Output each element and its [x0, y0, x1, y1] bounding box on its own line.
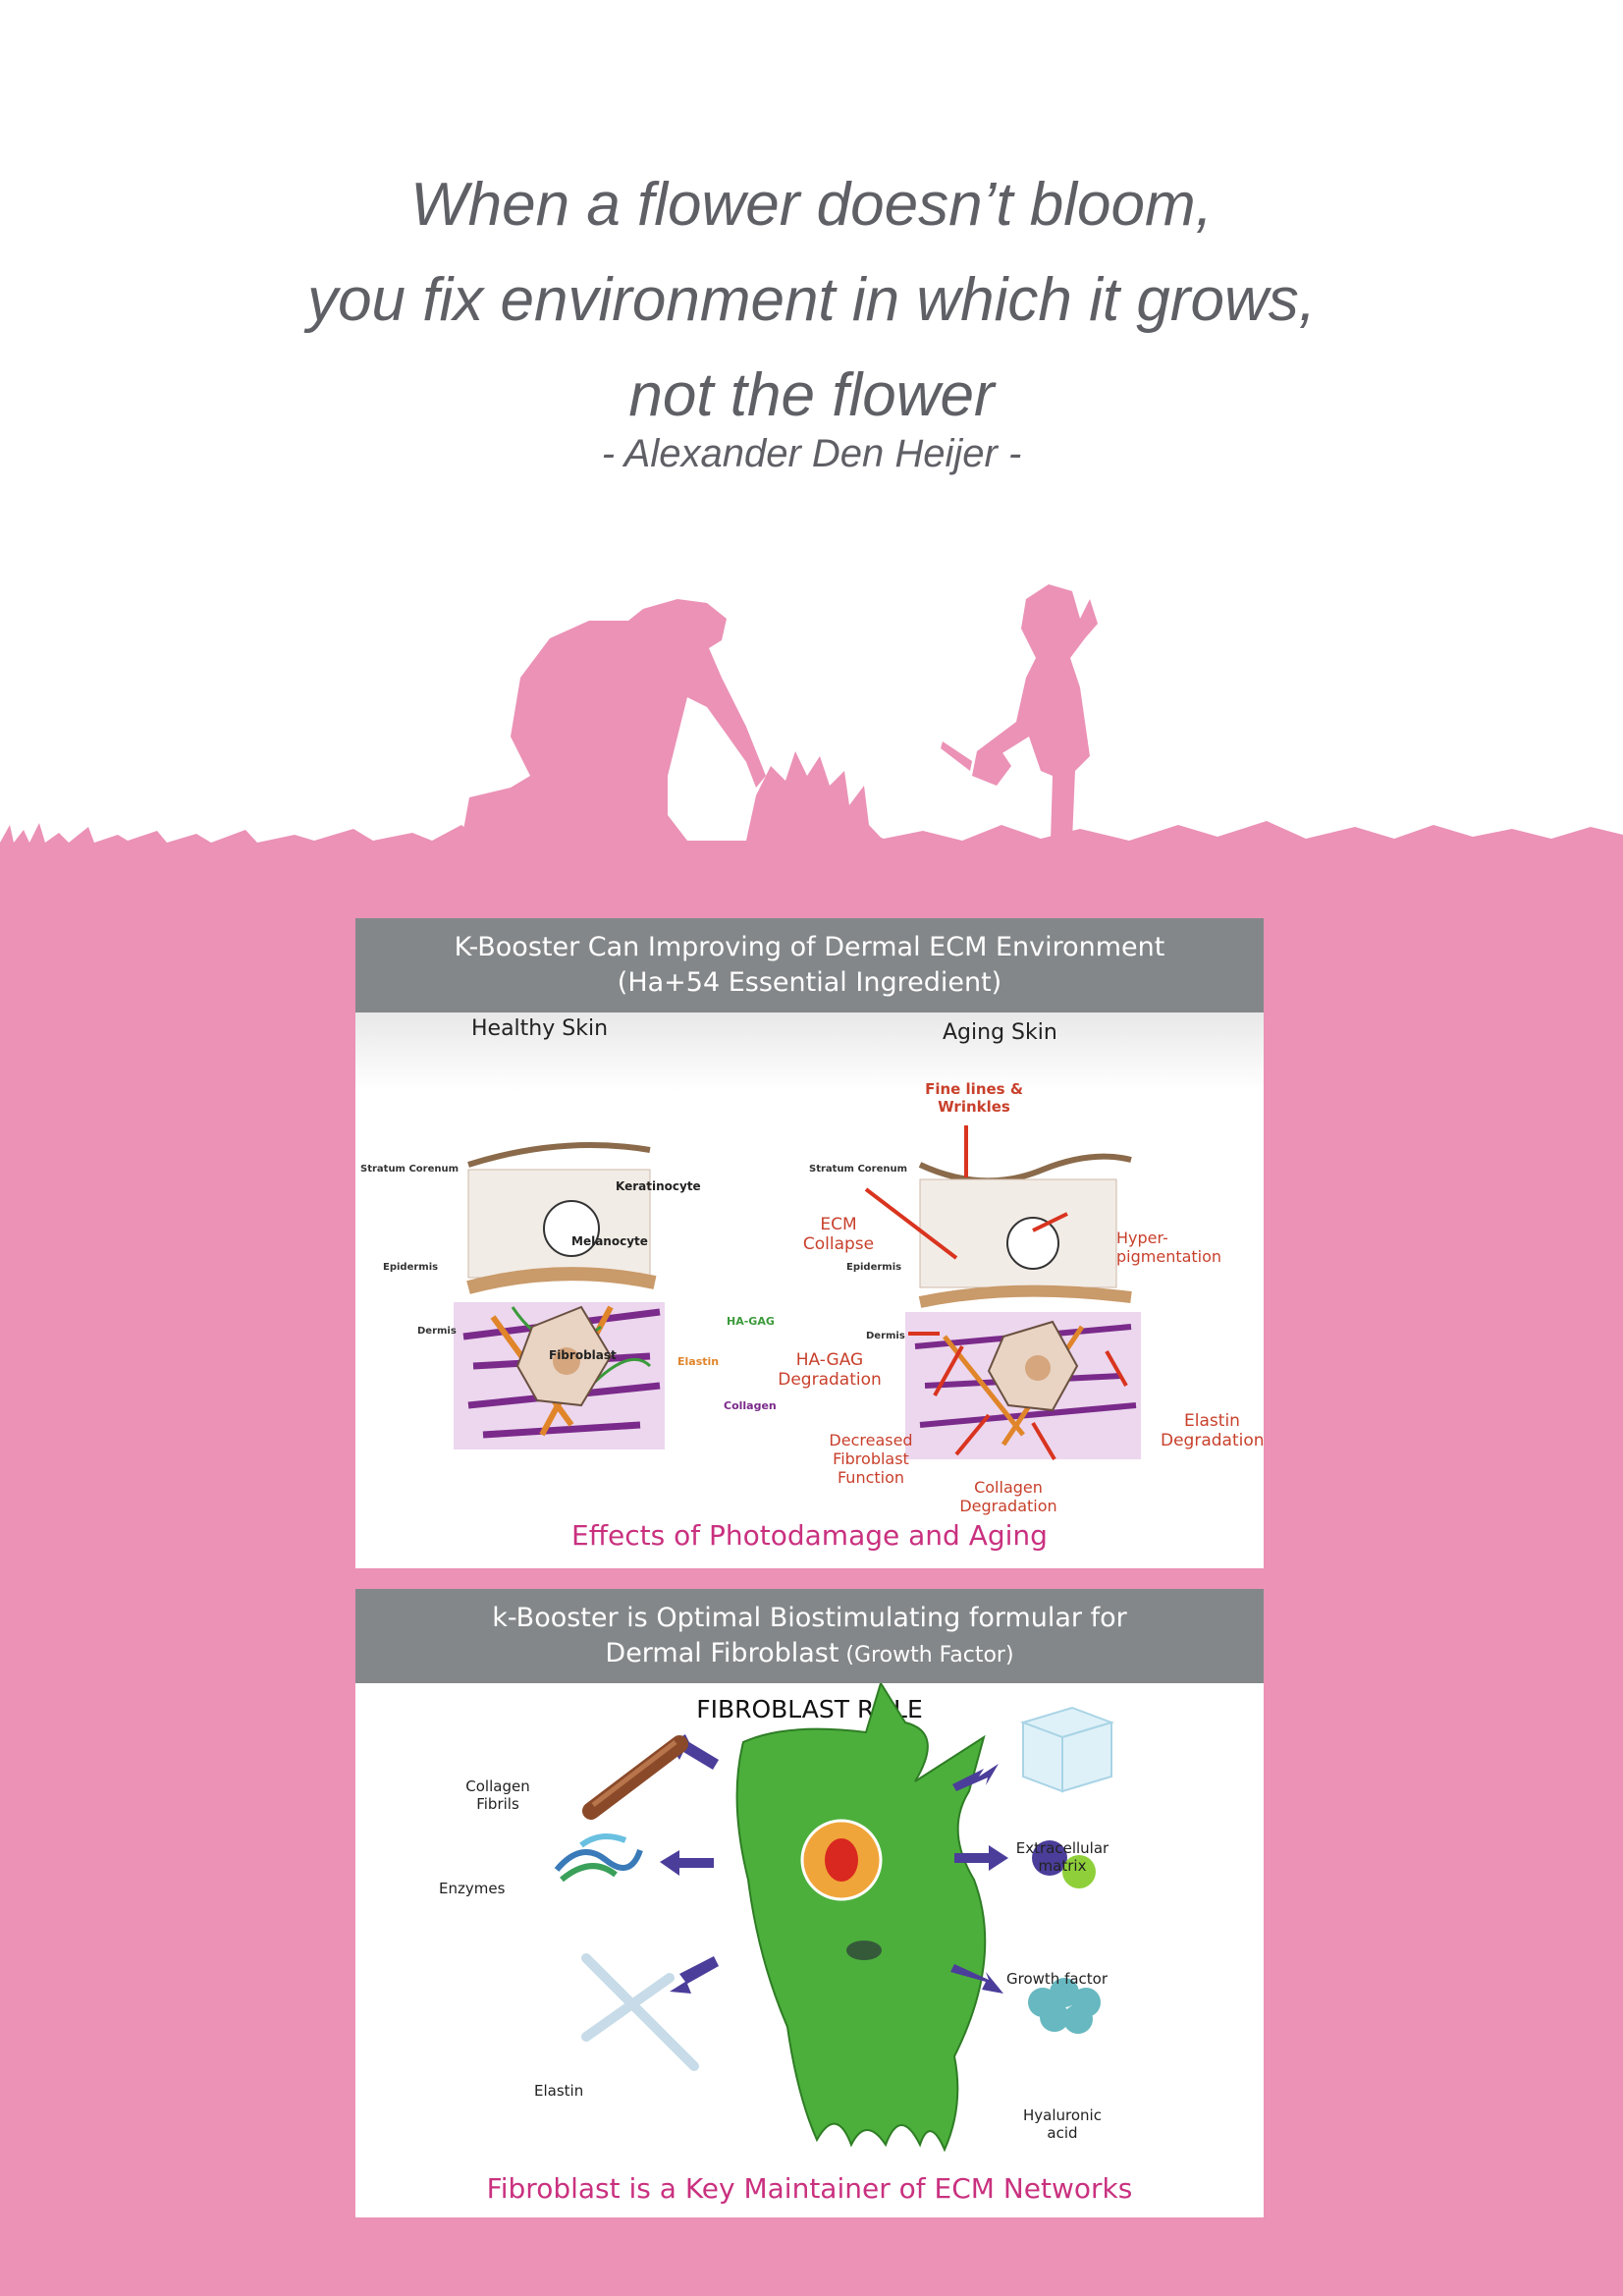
panel2-title-line2: Dermal Fibroblast (Growth Factor): [355, 1636, 1264, 1673]
healthy-skin-illustration: [454, 1142, 665, 1449]
keratinocyte-label: Keratinocyte: [616, 1179, 701, 1193]
hyaluronic-acid-label: Hyaluronic acid: [1023, 2106, 1102, 2142]
quote-line-1: When a flower doesn’t bloom,: [410, 171, 1213, 239]
panel1-header: K-Booster Can Improving of Dermal ECM En…: [355, 918, 1264, 1012]
hyaluronic-acid-icon: [1028, 1978, 1101, 2034]
growth-factor-icon: [1032, 1840, 1096, 1888]
panel2-title-small: (Growth Factor): [839, 1643, 1014, 1667]
hyperpigmentation-annotation: Hyper- pigmentation: [1116, 1229, 1222, 1266]
fibroblast-label: Fibroblast: [549, 1348, 617, 1362]
panel1-caption: Effects of Photodamage and Aging: [571, 1519, 1048, 1552]
aging-dermis-label: Dermis: [866, 1331, 905, 1341]
aging-skin-heading: Aging Skin: [943, 1020, 1057, 1045]
panel1-title: K-Booster Can Improving of Dermal ECM En…: [454, 932, 1165, 962]
panel1-subtitle: (Ha+54 Essential Ingredient): [617, 967, 1002, 998]
panel2-header: k-Booster is Optimal Biostimulating form…: [355, 1589, 1264, 1683]
healthy-epidermis-label: Epidermis: [383, 1262, 439, 1273]
healthy-dermis-label: Dermis: [417, 1326, 457, 1337]
aging-skin-illustration: [864, 1125, 1141, 1461]
skin-comparison-diagram: [355, 1012, 1264, 1461]
panel2-title-main: Dermal Fibroblast: [605, 1638, 839, 1668]
hagag-label: HA-GAG: [727, 1315, 775, 1328]
elastin-icon: [581, 1953, 699, 2071]
arrows: [660, 1734, 1008, 1994]
melanocyte-label: Melanocyte: [571, 1234, 648, 1248]
elastin-degradation-annotation: Elastin Degradation: [1161, 1411, 1265, 1450]
aging-stratum-label: Stratum Corenum: [809, 1164, 908, 1175]
quote-author: - Alexander Den Heijer -: [601, 432, 1022, 475]
aging-epidermis-label: Epidermis: [846, 1262, 902, 1273]
ecm-collapse-annotation: ECM Collapse: [802, 1215, 875, 1254]
extracellular-matrix-label: Extracellular matrix: [1015, 1839, 1109, 1875]
fine-lines-annotation: Fine lines & Wrinkles: [925, 1080, 1023, 1116]
panel2-caption: Fibroblast is a Key Maintainer of ECM Ne…: [486, 2172, 1133, 2205]
extracellular-matrix-icon: [1019, 1706, 1115, 1793]
collagen-fibrils-label: Collagen Fibrils: [465, 1777, 530, 1813]
hagag-degradation-annotation: HA-GAG Degradation: [778, 1350, 882, 1390]
panel-ecm-environment: K-Booster Can Improving of Dermal ECM En…: [355, 918, 1265, 1568]
fibroblast-role-diagram: [554, 1683, 1115, 2153]
quote-line-3: not the flower: [628, 361, 995, 429]
quote-line-2: you fix environment in which it grows,: [307, 266, 1316, 334]
enzymes-label: Enzymes: [439, 1880, 506, 1897]
healthy-skin-heading: Healthy Skin: [471, 1016, 609, 1041]
elastin-label-panel2: Elastin: [534, 2082, 584, 2100]
collagen-degradation-annotation: Collagen Degradation: [959, 1478, 1057, 1515]
collagen-fibrils-icon: [582, 1735, 688, 1820]
panel2-title: k-Booster is Optimal Biostimulating form…: [492, 1603, 1127, 1633]
healthy-stratum-label: Stratum Corenum: [360, 1164, 460, 1175]
growth-factor-label: Growth factor: [1006, 1970, 1109, 1988]
gardening-silhouette-illustration: [0, 584, 1623, 864]
quote: When a flower doesn’t bloom, you fix env…: [0, 157, 1623, 443]
elastin-label: Elastin: [677, 1355, 720, 1368]
collagen-label: Collagen: [724, 1399, 777, 1412]
panel-fibroblast-role: k-Booster is Optimal Biostimulating form…: [355, 1589, 1264, 2217]
enzymes-icon: [554, 1833, 643, 1883]
fibroblast-cell-icon: [735, 1683, 987, 2153]
fibroblast-function-annotation: Decreased Fibroblast Function: [829, 1431, 913, 1487]
